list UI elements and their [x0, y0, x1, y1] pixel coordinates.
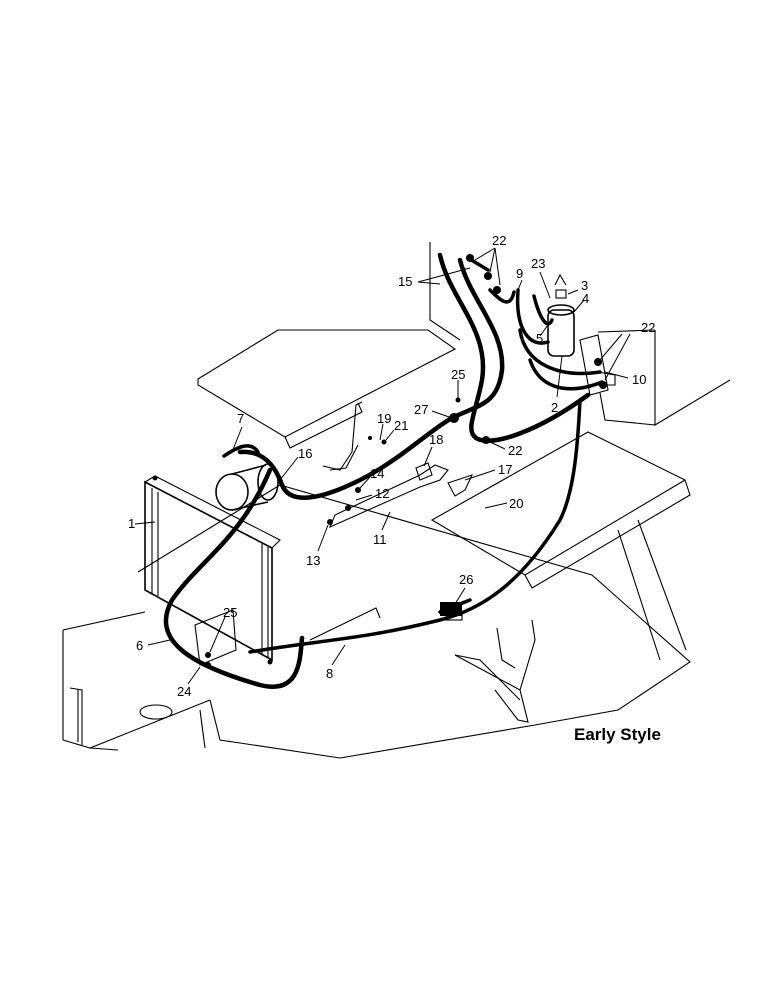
- fittings: [205, 254, 607, 668]
- callout-2: 2: [551, 400, 558, 415]
- machine-body-outline: [62, 242, 731, 759]
- callout-6: 6: [136, 638, 143, 653]
- callout-17: 17: [498, 462, 512, 477]
- callout-11: 11: [373, 532, 387, 547]
- callout-22c: 22: [508, 443, 522, 458]
- callout-22b: 22: [641, 320, 655, 335]
- callout-25a: 25: [451, 367, 465, 382]
- callout-20: 20: [509, 496, 523, 511]
- callout-24: 24: [177, 684, 191, 699]
- diagram-caption: Early Style: [574, 725, 661, 744]
- callout-18: 18: [429, 432, 443, 447]
- callout-27: 27: [414, 402, 428, 417]
- callout-3: 3: [581, 278, 588, 293]
- callout-16: 16: [298, 446, 312, 461]
- hoses: [163, 252, 604, 689]
- callout-10: 10: [632, 372, 646, 387]
- callout-19: 19: [377, 411, 391, 426]
- callout-14: 14: [370, 466, 384, 481]
- leader-lines: [134, 247, 631, 685]
- callout-25b: 25: [223, 605, 237, 620]
- callout-26: 26: [459, 572, 473, 587]
- callout-22a: 22: [492, 233, 506, 248]
- callout-5: 5: [536, 331, 543, 346]
- callout-labels: 1 2 3 4 5 6 7 8 9 10 11 12 13 14 15 16 1…: [128, 233, 655, 699]
- callout-4: 4: [582, 291, 589, 306]
- callout-23: 23: [531, 256, 545, 271]
- condenser: [144, 475, 281, 665]
- callout-21: 21: [394, 418, 408, 433]
- callout-9: 9: [516, 266, 523, 281]
- callout-12: 12: [375, 486, 389, 501]
- callout-1: 1: [128, 516, 135, 531]
- callout-7: 7: [237, 411, 244, 426]
- callout-13: 13: [306, 553, 320, 568]
- callout-8: 8: [326, 666, 333, 681]
- callout-15: 15: [398, 274, 412, 289]
